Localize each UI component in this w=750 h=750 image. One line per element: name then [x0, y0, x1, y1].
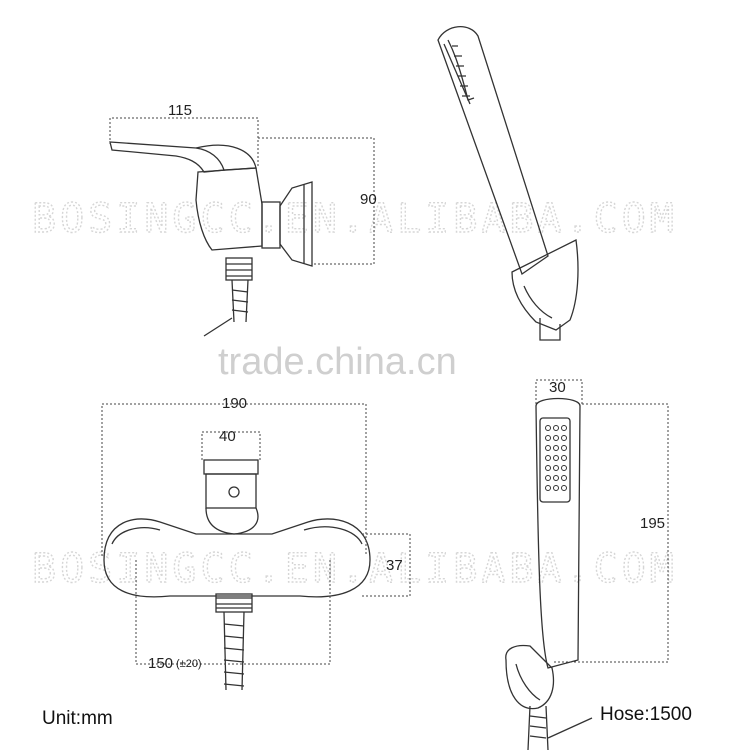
handshower-profile	[437, 26, 549, 276]
dim-195: 195	[640, 515, 665, 532]
dim-line-37	[362, 533, 411, 597]
lever-neck	[195, 144, 257, 171]
dim-30: 30	[549, 379, 566, 396]
cartridge-screw	[228, 486, 240, 498]
dim-line-190	[101, 403, 367, 556]
hose-front	[223, 611, 245, 691]
dim-line-115	[109, 117, 259, 166]
hose-side	[231, 279, 249, 323]
dim-40: 40	[219, 428, 236, 445]
hose-leader	[203, 317, 233, 337]
dim-line-30	[535, 379, 583, 404]
spray-face-side	[447, 39, 475, 101]
dim-115: 115	[168, 102, 192, 119]
cartridge-body	[205, 473, 257, 509]
watermark-bosing-top: BOSINGCC.EN.ALIBABA.COM	[32, 196, 678, 242]
dim-150: 150	[148, 655, 173, 672]
cartridge-neck	[205, 507, 259, 535]
dim-line-150	[135, 560, 331, 665]
mixer-bar	[103, 518, 371, 598]
dim-90: 90	[360, 191, 377, 208]
dim-line-195	[552, 403, 669, 663]
unit-label: Unit:mm	[42, 708, 113, 729]
outlet-nut	[215, 593, 253, 613]
dim-line-40	[201, 431, 261, 460]
spray-nozzles	[545, 425, 567, 491]
holder-mount	[539, 318, 561, 341]
handshower-side-view	[437, 26, 579, 341]
watermark-trade-backdrop	[196, 330, 582, 388]
dim-190: 190	[222, 395, 247, 412]
hose-nut-side	[225, 257, 253, 281]
dim-150-tolerance: (±20)	[176, 658, 202, 670]
handshower-front	[535, 397, 581, 669]
mixer-side-view: 115 90	[109, 102, 377, 337]
hose-label: Hose:1500	[600, 704, 692, 725]
wall-flange	[279, 181, 313, 267]
hose-right	[527, 705, 549, 750]
spray-plate	[539, 417, 571, 503]
watermark-trade: trade.china.cn	[218, 341, 457, 383]
wall-holder-front	[505, 644, 555, 710]
hose-label-leader	[547, 717, 593, 739]
cartridge-cap	[203, 459, 259, 475]
bar-highlight-right	[303, 526, 363, 545]
mixer-front-view: 190 40 37 150 (±20)	[101, 395, 411, 691]
wall-holder-side	[511, 239, 579, 331]
dim-37: 37	[386, 557, 403, 574]
bar-highlight-left	[111, 527, 161, 545]
handshower-front-view: 30 195	[505, 379, 669, 750]
dim-line-90	[258, 137, 375, 265]
watermark-bosing-bottom: BOSINGCC.EN.ALIBABA.COM	[32, 546, 678, 592]
